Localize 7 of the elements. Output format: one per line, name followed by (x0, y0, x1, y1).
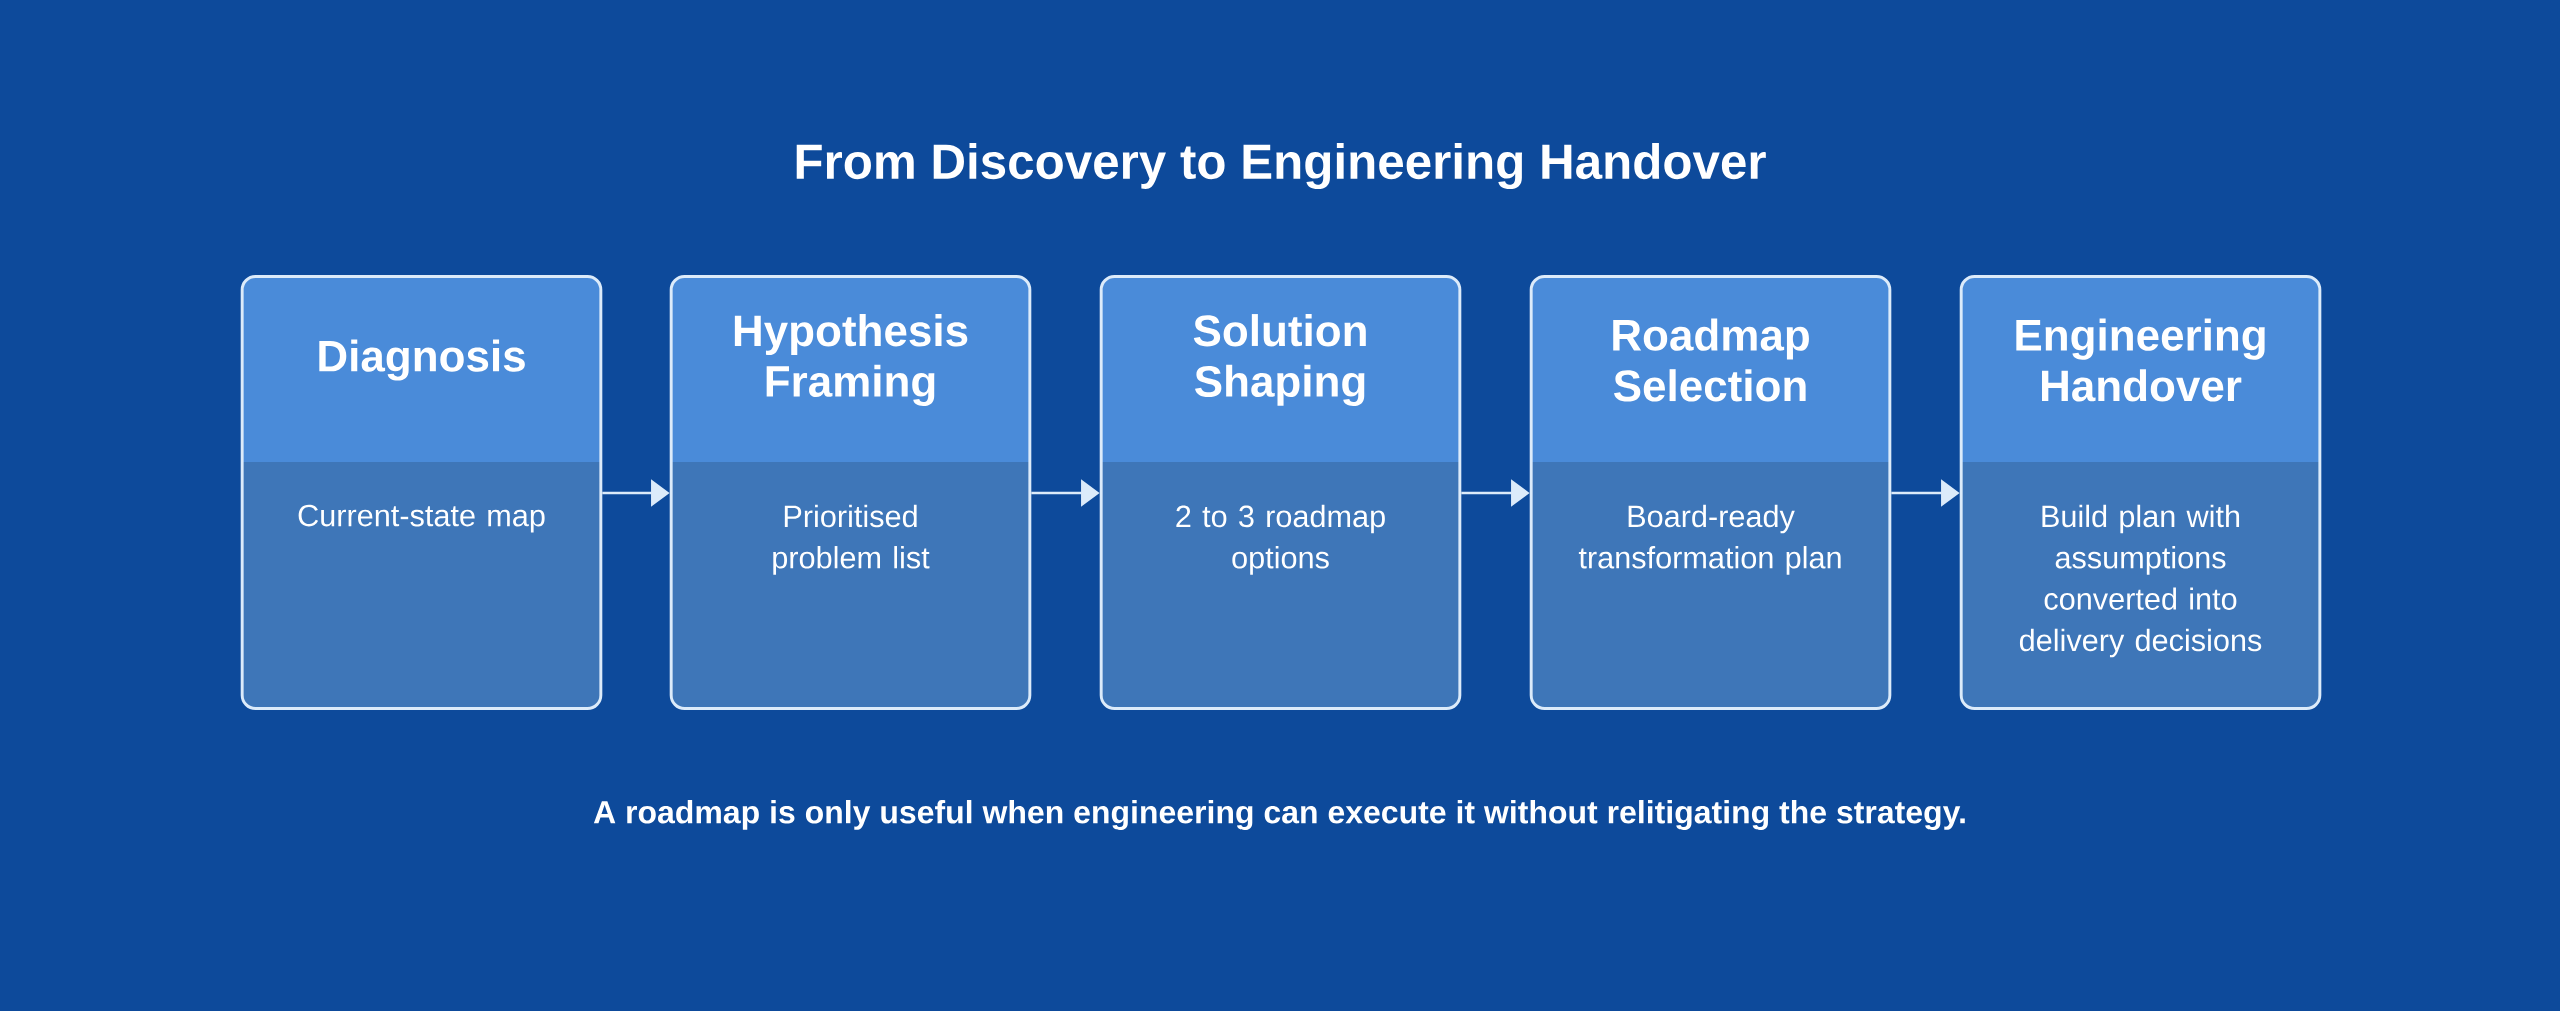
step-card: Hypothesis Framing Prioritised problem list (669, 275, 1032, 710)
step-card: Engineering Handover Build plan with assumptions converted into delivery decisions (1959, 275, 2322, 710)
step-card: Diagnosis Current-state map (240, 275, 603, 710)
step-card: Roadmap Selection Board-ready transformation plan (1529, 275, 1892, 710)
step-card: Solution Shaping 2 to 3 roadmap options (1099, 275, 1462, 710)
title: From Discovery to Engineering Handover (796, 142, 1766, 190)
caption: A roadmap is only useful when engineering can execute it without relitigating the strategy. (593, 800, 1965, 830)
